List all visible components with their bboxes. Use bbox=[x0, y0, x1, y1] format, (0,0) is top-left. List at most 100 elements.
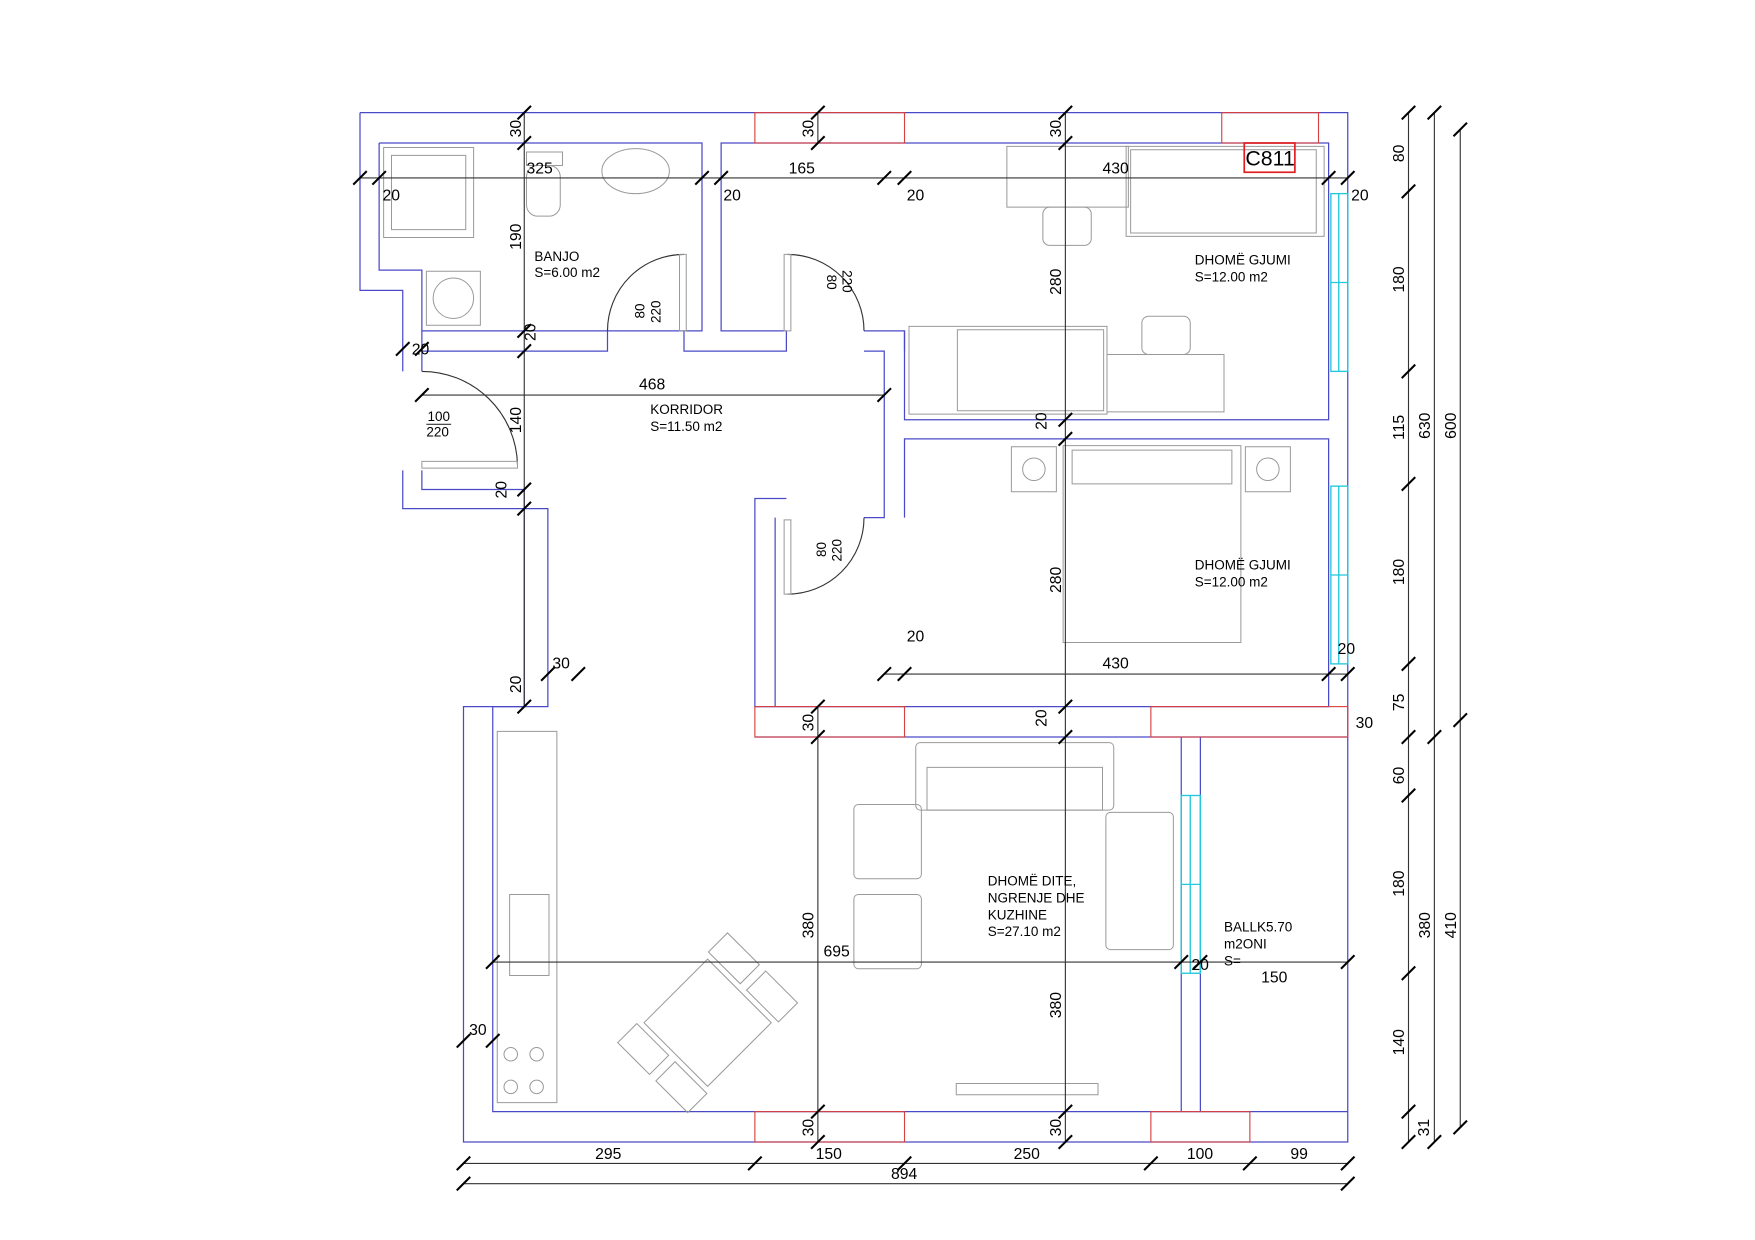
dim-label: 20 bbox=[508, 675, 525, 693]
dimension-tick bbox=[1242, 1155, 1258, 1171]
windows bbox=[1180, 192, 1349, 974]
dimension-tick bbox=[371, 170, 387, 186]
room-area-korridor: S=11.50 m2 bbox=[650, 419, 722, 434]
dimension-tick bbox=[1057, 729, 1073, 745]
dimension-tick bbox=[897, 1155, 912, 1171]
dimension-tick bbox=[456, 1155, 471, 1171]
room-area-bedroom-1: S=12.00 m2 bbox=[1195, 269, 1268, 284]
dimension-tick bbox=[1173, 954, 1189, 970]
dimension-tick bbox=[810, 1104, 826, 1120]
room-name-living: KUZHINE bbox=[988, 907, 1047, 922]
dimension-tick bbox=[1057, 1134, 1073, 1150]
dim-label: 20 bbox=[723, 187, 741, 204]
armchair bbox=[853, 893, 922, 970]
dimension-tick bbox=[516, 135, 532, 151]
dim-label: 100 bbox=[1187, 1146, 1214, 1163]
dimension-tick bbox=[1401, 1104, 1416, 1120]
dim-label: 30 bbox=[469, 1022, 487, 1039]
dimension-tick bbox=[1057, 135, 1073, 151]
dimension-tick bbox=[516, 105, 532, 121]
dimension-tick bbox=[713, 170, 729, 186]
dim-label: 99 bbox=[1290, 1146, 1308, 1163]
room-name-living: DHOMË DITE, bbox=[988, 874, 1077, 889]
chair bbox=[1042, 206, 1092, 246]
dimension-tick bbox=[1057, 431, 1073, 447]
washing-machine bbox=[425, 270, 481, 326]
door-height: 220 bbox=[426, 425, 449, 440]
dim-label: 190 bbox=[508, 223, 525, 250]
dimension-tick bbox=[1401, 363, 1416, 379]
dimension-tick bbox=[1143, 1155, 1159, 1171]
door-height: 220 bbox=[840, 270, 855, 293]
dimension-tick bbox=[516, 343, 532, 359]
dimension-tick bbox=[1452, 122, 1468, 137]
drawing-tag: C811 bbox=[1245, 147, 1294, 171]
doors bbox=[421, 253, 865, 595]
dim-label: 150 bbox=[816, 1146, 843, 1163]
dim-label: 140 bbox=[508, 407, 525, 434]
dim-label: 20 bbox=[493, 481, 510, 499]
dim-label: 280 bbox=[1048, 268, 1065, 295]
dimension-tick bbox=[540, 666, 556, 682]
dimension-tick bbox=[1426, 729, 1442, 745]
dimension-tick bbox=[1452, 1119, 1468, 1135]
kitchen-counter bbox=[496, 730, 558, 1104]
dimension-tick bbox=[1401, 788, 1416, 803]
room-name-living: NGRENJE DHE bbox=[988, 890, 1085, 905]
room-name-bedroom-1: DHOMË GJUMI bbox=[1195, 253, 1291, 268]
dim-label: 30 bbox=[800, 1119, 817, 1137]
dim-label: 30 bbox=[800, 714, 817, 732]
dimension-tick bbox=[897, 666, 912, 682]
dim-label: 80 bbox=[1391, 144, 1408, 162]
double-bed bbox=[1062, 445, 1242, 644]
dimension-tick bbox=[810, 699, 826, 715]
dimension-tick bbox=[1401, 105, 1416, 121]
dimension-tick bbox=[485, 1033, 501, 1049]
dimension-tick bbox=[1401, 729, 1416, 745]
dim-label: 380 bbox=[1048, 992, 1065, 1019]
dimension-tick bbox=[485, 954, 501, 970]
nightstand bbox=[1010, 446, 1057, 493]
dimension-tick bbox=[414, 387, 430, 403]
armchair bbox=[853, 803, 922, 880]
door-width: 80 bbox=[824, 275, 839, 290]
dimension-tick bbox=[395, 341, 411, 357]
dimension-tick bbox=[1340, 1176, 1356, 1192]
room-area-banjo: S=6.00 m2 bbox=[534, 265, 600, 280]
dim-label: 630 bbox=[1417, 412, 1434, 439]
room-area-living: S=27.10 m2 bbox=[988, 924, 1061, 939]
dimension-tick bbox=[810, 105, 826, 121]
dimension-tick bbox=[810, 729, 826, 745]
dim-label: 30 bbox=[552, 655, 570, 672]
door-width: 80 bbox=[633, 303, 648, 318]
door-height: 220 bbox=[648, 300, 663, 323]
dimension-tick bbox=[516, 323, 532, 339]
dim-label: 20 bbox=[383, 187, 401, 204]
dimension-tick bbox=[1340, 170, 1356, 186]
dimension-tick bbox=[1321, 170, 1337, 186]
dimension-tick bbox=[897, 170, 912, 186]
dimension-tick bbox=[414, 341, 430, 357]
sofa bbox=[915, 742, 1115, 811]
dim-label: 20 bbox=[1338, 641, 1356, 658]
dim-label: 30 bbox=[800, 120, 817, 138]
dim-label: 894 bbox=[891, 1166, 918, 1183]
dimension-tick bbox=[1401, 965, 1416, 981]
dimension-tick bbox=[570, 666, 586, 682]
dim-label: 30 bbox=[1048, 120, 1065, 138]
dim-label: 430 bbox=[1103, 160, 1130, 177]
dim-label: 60 bbox=[1391, 766, 1408, 784]
door-width: 80 bbox=[814, 542, 829, 557]
desk bbox=[1106, 353, 1225, 413]
dim-label: 430 bbox=[1103, 655, 1130, 672]
dimension-tick bbox=[516, 699, 532, 715]
chair bbox=[1141, 315, 1191, 356]
dim-label: 695 bbox=[824, 943, 851, 960]
dimension-tick bbox=[1321, 666, 1337, 682]
dimension-tick bbox=[1340, 666, 1356, 682]
tv-unit bbox=[955, 1082, 1099, 1096]
dim-label: 20 bbox=[1033, 412, 1050, 430]
dim-label: 468 bbox=[639, 376, 666, 393]
kitchen-sink bbox=[509, 893, 550, 977]
